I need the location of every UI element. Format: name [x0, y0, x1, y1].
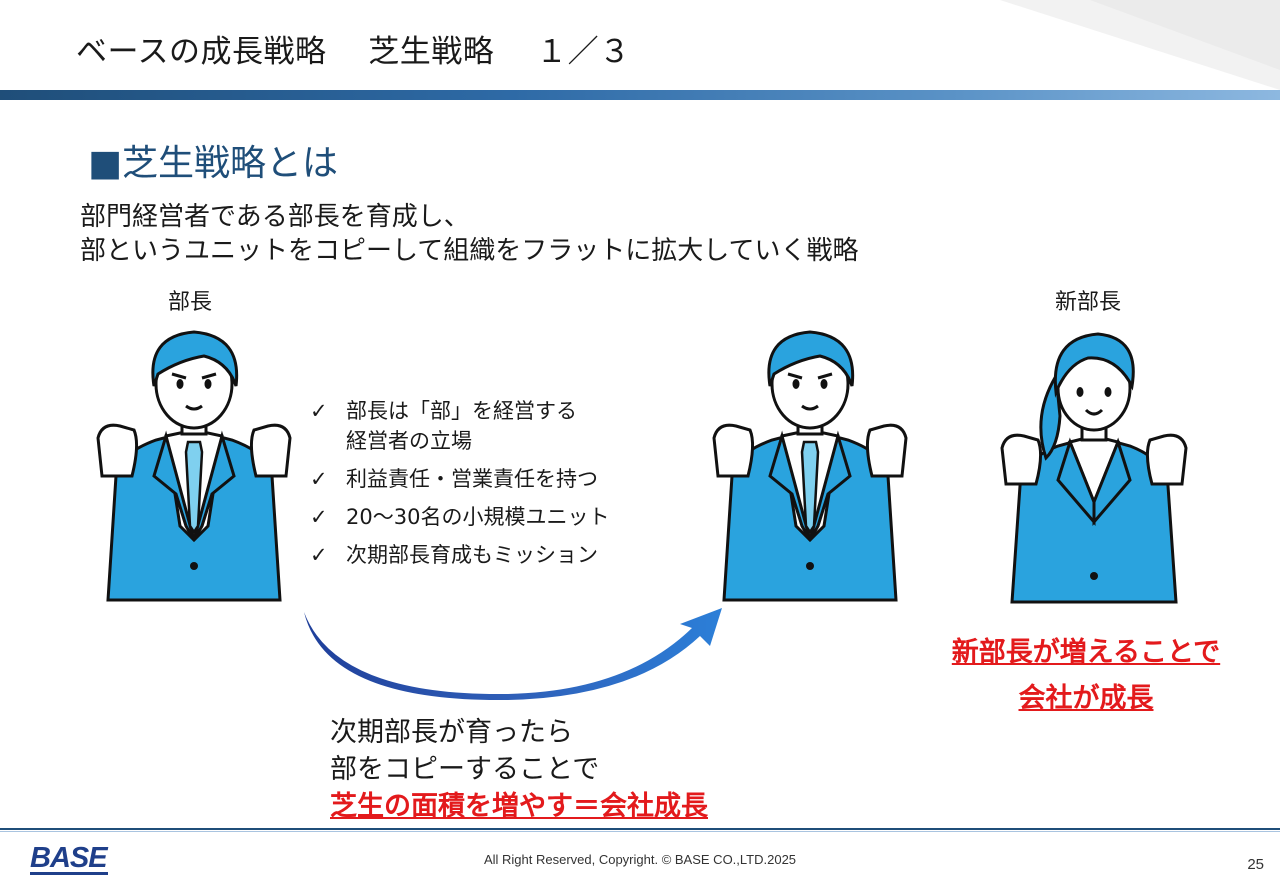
description-line-1: 部門経営者である部長を育成し、 — [80, 202, 470, 232]
check-icon: ✓ — [310, 505, 328, 529]
description-line-2: 部というユニットをコピーして組織をフラットに拡大していく戦略 — [80, 236, 859, 266]
bottom-message: 次期部長が育ったら 部をコピーすることで 芝生の面積を増やす＝会社成長 — [330, 714, 708, 825]
copy-arrow — [304, 608, 722, 701]
logo-underline — [30, 872, 108, 875]
footer-line-secondary — [0, 831, 1280, 832]
copyright-text: All Right Reserved, Copyright. © BASE CO… — [483, 852, 797, 867]
check-icon: ✓ — [310, 399, 328, 423]
new-manager-illustration — [1000, 332, 1188, 604]
role-label-manager: 部長 — [168, 290, 213, 315]
section-heading-text: 芝生戦略とは — [122, 143, 339, 184]
role-label-new-manager: 新部長 — [1055, 290, 1122, 315]
header-bar — [0, 90, 1280, 100]
bottom-line-3: 芝生の面積を増やす＝会社成長 — [330, 791, 708, 822]
bottom-line-2: 部をコピーすることで — [330, 754, 600, 785]
section-marker: ■ — [88, 143, 123, 184]
next-manager-illustration — [712, 330, 908, 602]
check-icon: ✓ — [310, 543, 328, 567]
footer-line — [0, 828, 1280, 830]
header-decoration — [1000, 0, 1280, 90]
bottom-line-1: 次期部長が育ったら — [330, 717, 573, 748]
list-item: ✓ 次期部長育成もミッション — [310, 540, 609, 570]
list-item: ✓ 利益責任・営業責任を持つ — [310, 464, 609, 494]
manager-illustration — [96, 330, 292, 602]
list-item: ✓ 20～30名の小規模ユニット — [310, 502, 609, 532]
list-item: ✓ 部長は「部」を経営する 経営者の立場 — [310, 396, 609, 456]
section-heading: ■芝生戦略とは — [88, 134, 338, 186]
growth-note-line-2: 会社が成長 — [1018, 683, 1154, 714]
check-icon: ✓ — [310, 467, 328, 491]
base-logo: BASE — [30, 842, 108, 874]
manager-duties-list: ✓ 部長は「部」を経営する 経営者の立場 ✓ 利益責任・営業責任を持つ ✓ 20… — [310, 396, 609, 578]
growth-note-line-1: 新部長が増えることで — [951, 637, 1221, 668]
slide-title: ベースの成長戦略 芝生戦略 １／３ — [76, 34, 631, 70]
page-number: 25 — [1247, 856, 1264, 873]
